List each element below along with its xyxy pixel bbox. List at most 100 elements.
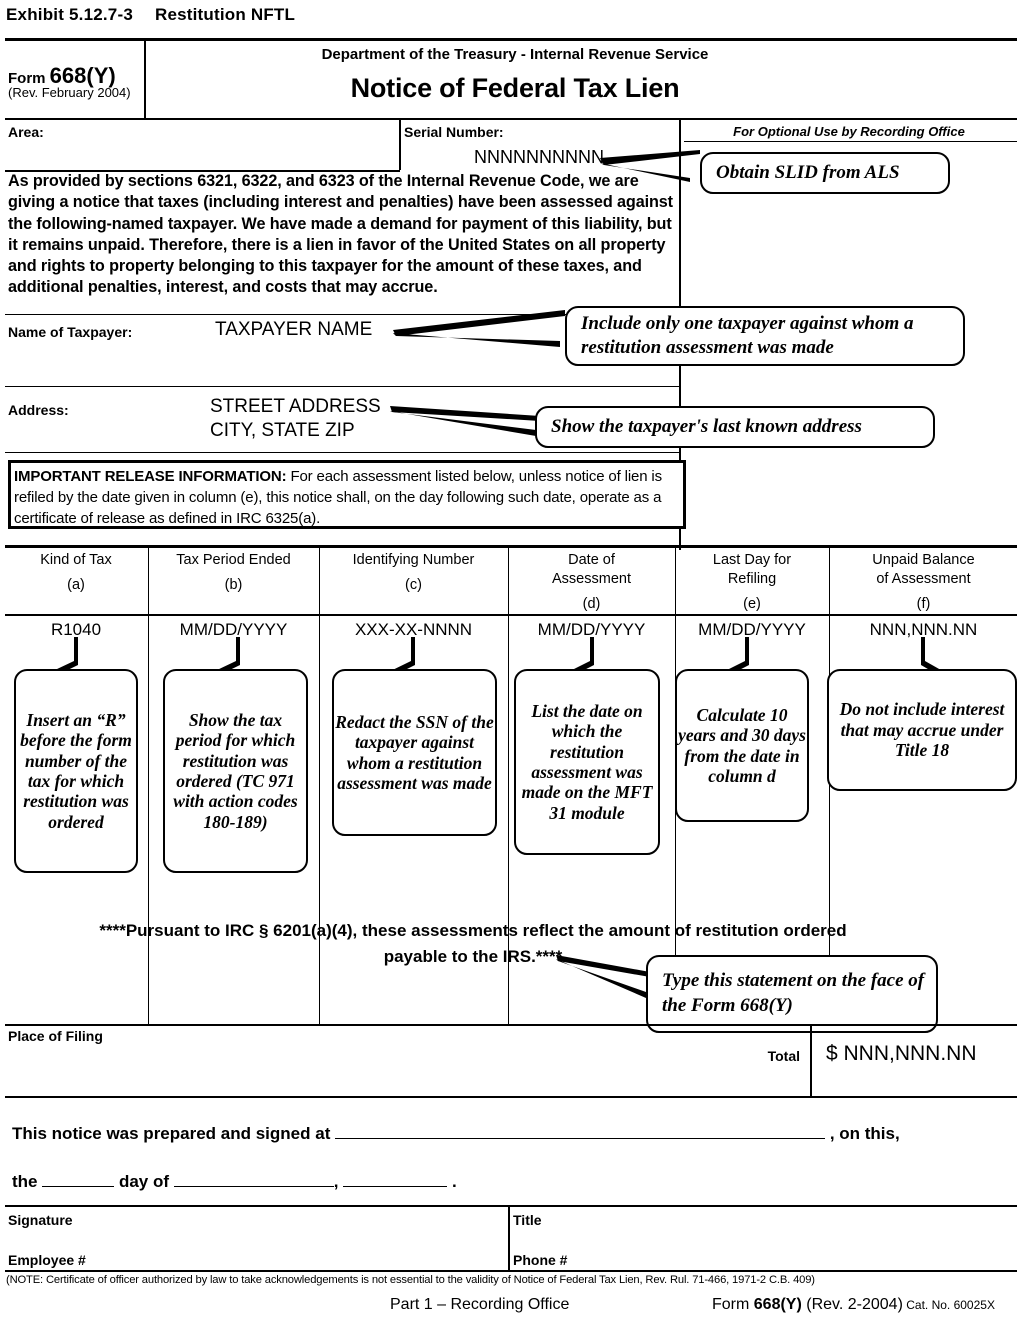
footer-form-number: 668(Y) xyxy=(753,1296,802,1313)
table-cell-f: NNN,NNN.NN xyxy=(869,620,978,639)
prepared-signed-line: This notice was prepared and signed at ,… xyxy=(12,1120,900,1144)
header-bottom-rule xyxy=(5,118,1017,120)
title-label: Title xyxy=(513,1212,542,1228)
form-revision: (Rev. February 2004) xyxy=(8,85,131,100)
callout-one-taxpayer: Include only one taxpayer against whom a… xyxy=(565,306,965,366)
filing-bottom-rule xyxy=(5,1096,1017,1098)
callout-column-e: Calculate 10 years and 30 days from the … xyxy=(675,669,809,822)
prepared-signed-suffix: , on this, xyxy=(829,1124,900,1143)
serial-number-label: Serial Number: xyxy=(404,124,504,140)
table-cell-b: MM/DD/YYYY xyxy=(179,620,288,639)
col-header-b-line2: Tax Period Ended xyxy=(176,552,291,568)
prepared-the-word: the xyxy=(12,1172,38,1191)
table-col-rule-1 xyxy=(148,545,149,1025)
col-letter-a: (a) xyxy=(67,577,85,593)
footer-part-label: Part 1 – Recording Office xyxy=(390,1296,570,1313)
area-bottom-rule xyxy=(5,170,400,172)
col-header-d: Date of Assessment (d) xyxy=(510,551,673,614)
col-header-c: Identifying Number (c) xyxy=(321,551,506,595)
table-cell-d: MM/DD/YYYY xyxy=(537,620,646,639)
callout-column-d: List the date on which the restitution a… xyxy=(514,669,660,855)
col-header-e-line2: Refiling xyxy=(727,571,777,587)
optional-use-label: For Optional Use by Recording Office xyxy=(733,124,965,139)
col-header-f-line1: Unpaid Balance xyxy=(872,552,975,568)
col-header-f-line2: of Assessment xyxy=(876,571,971,587)
footer-catalog-number: Cat. No. 60025X xyxy=(902,1298,995,1312)
col-header-d-line2: Assessment xyxy=(552,571,631,587)
col-header-a-line2: Kind of Tax xyxy=(40,552,112,568)
callout-column-f: Do not include interest that may accrue … xyxy=(827,669,1017,791)
address-bottom-rule xyxy=(5,452,681,453)
table-col-rule-3 xyxy=(508,545,509,1025)
release-info-text: IMPORTANT RELEASE INFORMATION: For each … xyxy=(14,466,680,529)
table-col-rule-2 xyxy=(319,545,320,1025)
signature-divider xyxy=(508,1205,510,1270)
address-line-1: STREET ADDRESS xyxy=(210,396,381,417)
release-info-box xyxy=(8,460,686,529)
col-header-a: Kind of Tax (a) xyxy=(6,551,146,595)
paragraph-bottom-rule xyxy=(5,314,681,315)
exhibit-number: Exhibit 5.12.7-3 xyxy=(6,5,133,24)
col-letter-d: (d) xyxy=(582,596,601,612)
callout-column-c: Redact the SSN of the taxpayer against w… xyxy=(332,669,497,836)
form-title: Notice of Federal Tax Lien xyxy=(350,73,680,103)
form-frame xyxy=(5,38,1017,1271)
prepared-month-blank[interactable] xyxy=(173,1168,334,1187)
col-header-c-line2: Identifying Number xyxy=(352,552,475,568)
prepared-comma: , xyxy=(333,1172,339,1191)
col-letter-f: (f) xyxy=(916,596,931,612)
col-letter-b: (b) xyxy=(224,577,243,593)
callout-column-a: Insert an “R” before the form number of … xyxy=(14,669,138,873)
name-bottom-rule xyxy=(5,386,681,387)
callout-column-b: Show the tax period for which restitutio… xyxy=(163,669,308,873)
filing-top-rule xyxy=(5,1024,1017,1026)
optional-use-rule xyxy=(684,141,1017,142)
serial-divider-left xyxy=(399,118,401,170)
place-of-filing-label: Place of Filing xyxy=(8,1028,103,1044)
form-number-label: Form 668(Y) xyxy=(8,63,116,89)
table-header-rule xyxy=(5,614,1017,616)
footer-form-info: Form 668(Y) (Rev. 2-2004) Cat. No. 60025… xyxy=(712,1296,995,1314)
serial-divider-right xyxy=(679,118,681,170)
footer-form-rev: (Rev. 2-2004) xyxy=(801,1296,903,1313)
signature-top-rule xyxy=(5,1205,1017,1207)
name-of-taxpayer-value: TAXPAYER NAME xyxy=(215,319,373,340)
prepared-period: . xyxy=(451,1172,457,1191)
exhibit-name: Restitution NFTL xyxy=(154,5,296,24)
prepared-year-blank[interactable] xyxy=(343,1168,448,1187)
prepared-day-blank[interactable] xyxy=(42,1168,115,1187)
total-divider xyxy=(810,1024,812,1096)
name-of-taxpayer-label: Name of Taxpayer: xyxy=(8,324,133,340)
prepared-signed-prefix: This notice was prepared and signed at xyxy=(12,1124,331,1143)
col-header-b: Tax Period Ended (b) xyxy=(150,551,317,595)
form-word: Form xyxy=(8,70,46,87)
col-header-d-line1: Date of xyxy=(568,552,615,568)
total-label: Total xyxy=(767,1048,800,1064)
col-header-f: Unpaid Balance of Assessment (f) xyxy=(831,551,1016,614)
footer-form-word: Form xyxy=(712,1296,754,1313)
col-letter-e: (e) xyxy=(743,596,761,612)
table-top-rule xyxy=(5,545,1017,548)
table-cell-e: MM/DD/YYYY xyxy=(698,620,806,639)
callout-type-statement: Type this statement on the face of the F… xyxy=(646,955,938,1033)
body-right-divider xyxy=(679,170,681,410)
release-info-body: For each assessment listed below, unless… xyxy=(14,468,662,527)
prepared-dayof-word: day of xyxy=(118,1172,170,1191)
department-line: Department of the Treasury - Internal Re… xyxy=(321,46,709,63)
irc-6201-statement: ****Pursuant to IRC § 6201(a)(4), these … xyxy=(99,921,847,966)
employee-number-label: Employee # xyxy=(8,1252,86,1268)
table-cell-a: R1040 xyxy=(50,620,102,639)
area-label: Area: xyxy=(8,124,44,140)
acknowledgement-note: (NOTE: Certificate of officer authorized… xyxy=(6,1274,815,1286)
total-value: $ NNN,NNN.NN xyxy=(826,1042,977,1065)
address-line-2: CITY, STATE ZIP xyxy=(210,420,355,441)
lien-body-paragraph: As provided by sections 6321, 6322, and … xyxy=(8,172,673,297)
phone-number-label: Phone # xyxy=(513,1252,568,1268)
col-header-e: Last Day for Refiling (e) xyxy=(677,551,827,614)
prepared-place-blank[interactable] xyxy=(335,1120,826,1139)
col-header-e-line1: Last Day for xyxy=(712,552,792,568)
table-cell-c: XXX-XX-NNNN xyxy=(354,620,473,639)
release-info-heading: IMPORTANT RELEASE INFORMATION: xyxy=(14,468,287,485)
signature-label: Signature xyxy=(8,1212,73,1228)
